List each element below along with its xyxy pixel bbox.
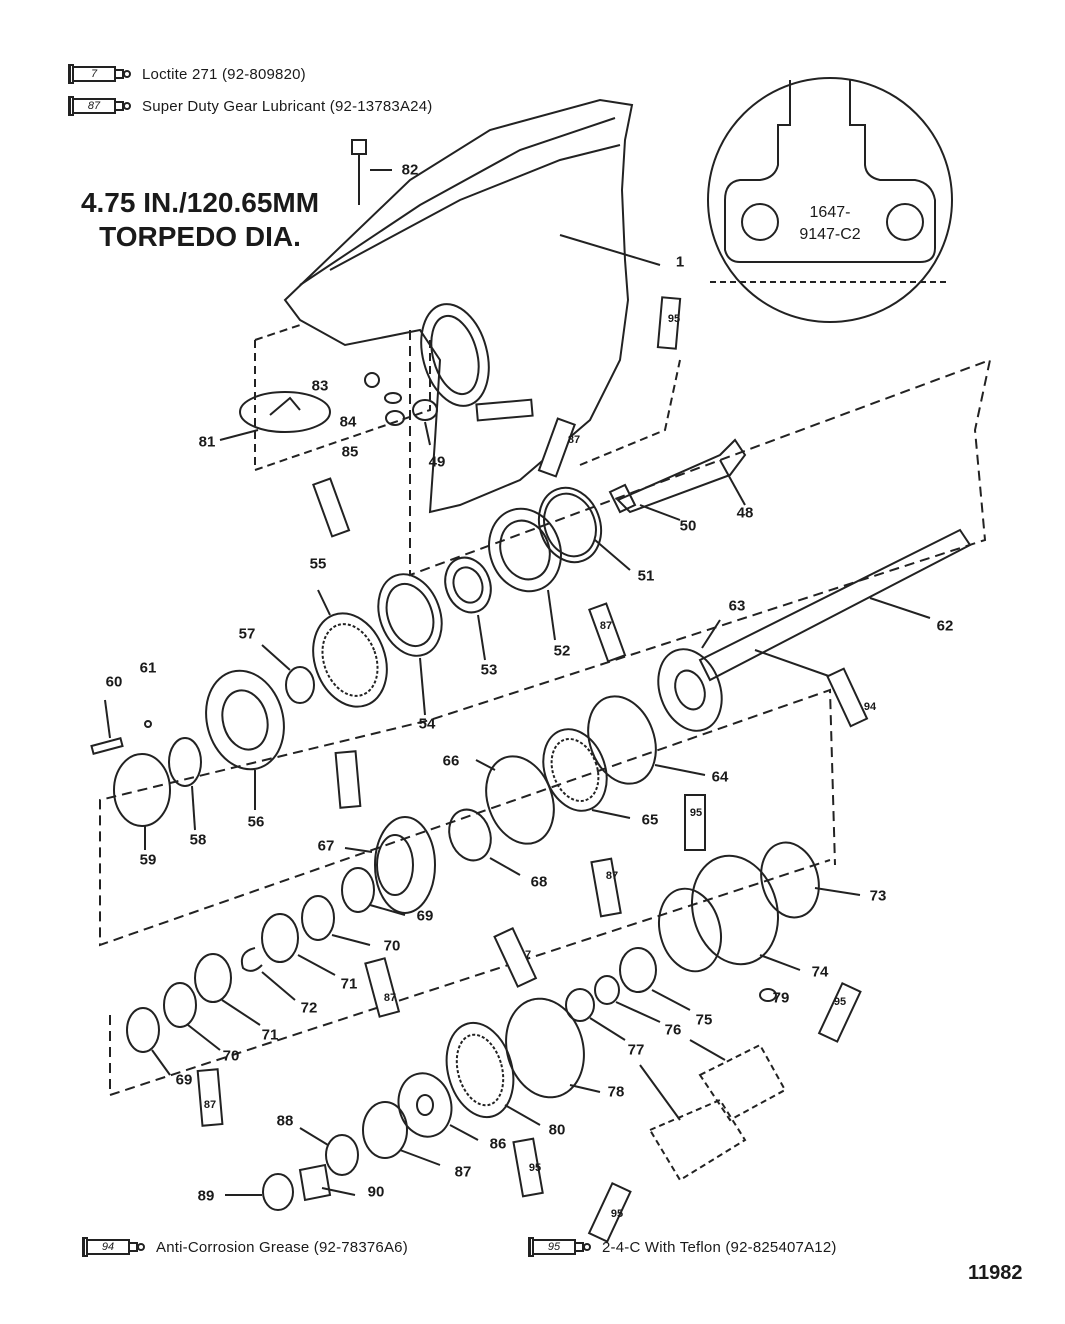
callout-label: 56 (247, 813, 265, 831)
legend-text: Anti-Corrosion Grease (92-78376A6) (156, 1238, 408, 1256)
callout-label: 67 (317, 837, 335, 855)
title-line-2: TORPEDO DIA. (99, 221, 301, 252)
legend-item-teflon: 95 2-4-C With Teflon (92-825407A12) (528, 1237, 837, 1257)
callout-label: 87 (203, 1099, 217, 1111)
legend-code: 95 (532, 1239, 576, 1255)
callout-label: 59 (139, 851, 157, 869)
callout-label: 74 (811, 963, 829, 981)
callout-label: 86 (489, 1135, 507, 1153)
callout-label: 73 (869, 887, 887, 905)
inset-part-number: 1647- 9147-C2 (780, 202, 880, 246)
callout-label: 95 (667, 313, 681, 325)
callout-label: 80 (548, 1121, 566, 1139)
callout-label: 72 (300, 999, 318, 1017)
callout-label: 53 (480, 661, 498, 679)
legend-text: 2-4-C With Teflon (92-825407A12) (602, 1238, 837, 1256)
callout-label: 87 (383, 992, 397, 1004)
torpedo-diameter-title: 4.75 IN./120.65MM TORPEDO DIA. (55, 186, 345, 254)
callout-label: 68 (530, 873, 548, 891)
callout-label: 95 (528, 1162, 542, 1174)
callout-label: 87 (567, 434, 581, 446)
callout-label: 77 (627, 1041, 645, 1059)
legend-text: Loctite 271 (92-809820) (142, 65, 306, 83)
inset-detail-circle (707, 77, 953, 323)
drawing-number: 11982 (968, 1262, 1023, 1284)
callout-label: 62 (936, 617, 954, 635)
callout-label: 61 (139, 659, 157, 677)
tube-icon: 87 (68, 96, 132, 116)
callout-label: 95 (833, 996, 847, 1008)
callout-label: 81 (198, 433, 216, 451)
callout-label: 49 (428, 453, 446, 471)
callout-label: 48 (736, 504, 754, 522)
callout-label: 54 (418, 715, 436, 733)
inset-line-1: 1647- (809, 204, 851, 221)
callout-label: 79 (772, 989, 790, 1007)
tube-icon: 94 (82, 1237, 146, 1257)
callout-label: 50 (679, 517, 697, 535)
legend-code: 94 (86, 1239, 130, 1255)
callout-label: 87 (605, 870, 619, 882)
callout-label: 60 (105, 673, 123, 691)
callout-label: 55 (309, 555, 327, 573)
callout-label: 90 (367, 1183, 385, 1201)
title-line-1: 4.75 IN./120.65MM (80, 187, 320, 218)
callout-label: 85 (341, 443, 359, 461)
callout-label: 71 (340, 975, 358, 993)
propeller-shaft (698, 528, 972, 682)
legend-code: 7 (72, 66, 116, 82)
callout-label: 7 (524, 949, 532, 961)
gear-housing (283, 98, 634, 514)
callout-label: 84 (339, 413, 357, 431)
callout-label: 66 (442, 752, 460, 770)
callout-label: 88 (276, 1112, 294, 1130)
legend-item-gear-lube: 87 Super Duty Gear Lubricant (92-13783A2… (68, 96, 432, 116)
legend-item-anti-corrosion: 94 Anti-Corrosion Grease (92-78376A6) (82, 1237, 408, 1257)
legend-text: Super Duty Gear Lubricant (92-13783A24) (142, 97, 433, 115)
callout-label: 78 (607, 1083, 625, 1101)
callout-label: 71 (261, 1026, 279, 1044)
callout-label: 69 (416, 907, 434, 925)
callout-label: 63 (728, 597, 746, 615)
callout-label: 65 (641, 811, 659, 829)
callout-label: 57 (238, 625, 256, 643)
callout-label: 52 (553, 642, 571, 660)
callout-label: 95 (610, 1208, 624, 1220)
callout-label: 75 (695, 1011, 713, 1029)
callout-label: 95 (689, 807, 703, 819)
legend-item-loctite: 7 Loctite 271 (92-809820) (68, 64, 306, 84)
callout-label: 83 (311, 377, 329, 395)
callout-label: 76 (664, 1021, 682, 1039)
leader-1 (559, 234, 661, 266)
callout-label: 64 (711, 768, 729, 786)
callout-label: 69 (175, 1071, 193, 1089)
tube-icon: 95 (528, 1237, 592, 1257)
callout-label: 51 (637, 567, 655, 585)
callout-label: 82 (401, 161, 419, 179)
legend-code: 87 (72, 98, 116, 114)
callout-label: 70 (383, 937, 401, 955)
callout-label: 87 (454, 1163, 472, 1181)
callout-label: 70 (222, 1047, 240, 1065)
callout-label: 89 (197, 1187, 215, 1205)
inset-line-2: 9147-C2 (799, 226, 861, 243)
callout-label: 1 (675, 253, 685, 271)
callout-label: 87 (599, 620, 613, 632)
inset-bracket-outline (724, 80, 936, 263)
tube-icon: 7 (68, 64, 132, 84)
callout-label: 58 (189, 831, 207, 849)
callout-label: 94 (863, 701, 877, 713)
